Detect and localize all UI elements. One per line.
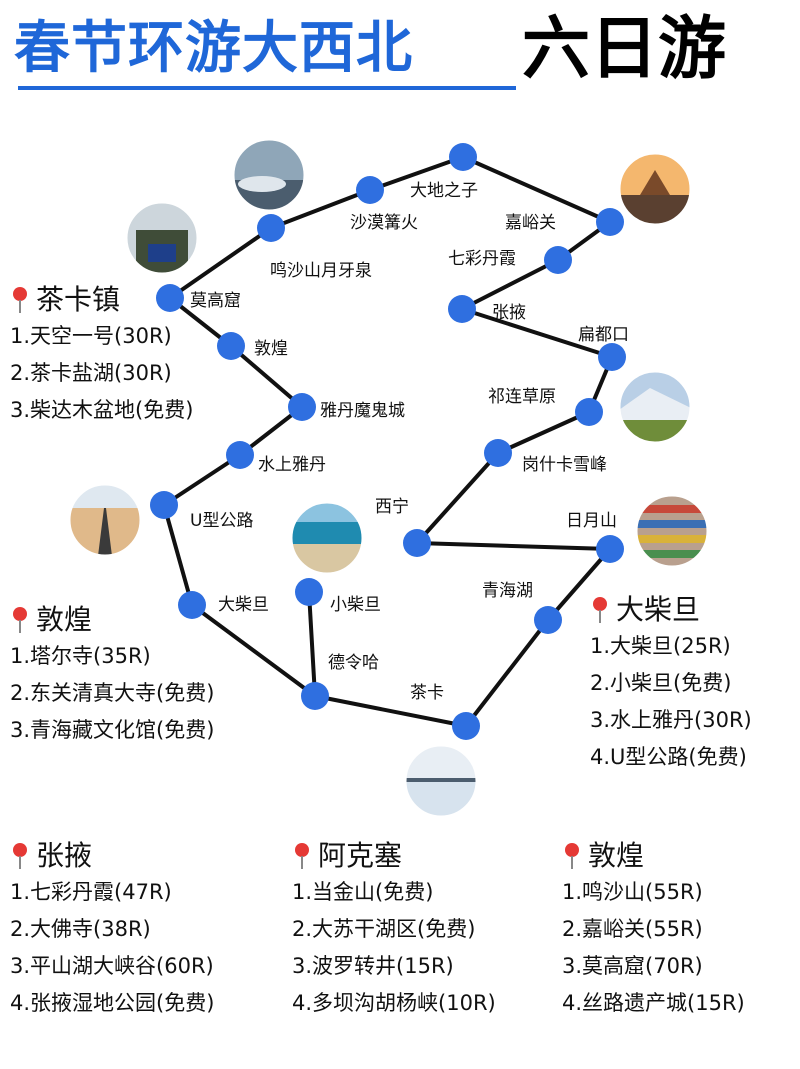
- location-pin-icon: [13, 287, 27, 313]
- node-bonfire: [356, 176, 384, 204]
- block-item: 3.青海藏文化馆(免费): [10, 718, 215, 742]
- location-pin-icon: [13, 607, 27, 633]
- block-item: 2.东关清真大寺(免费): [10, 681, 215, 705]
- block-item: 3.波罗转井(15R): [292, 954, 454, 978]
- info-block-dachaidan: 大柴旦 1.大柴旦(25R) 2.小柴旦(免费) 3.水上雅丹(30R) 4.U…: [590, 592, 752, 776]
- node-chaka: [452, 712, 480, 740]
- block-item: 3.平山湖大峡谷(60R): [10, 954, 214, 978]
- node-dunhuang: [217, 332, 245, 360]
- label-stop: 祁连草原: [488, 387, 556, 407]
- node-biandukou: [598, 343, 626, 371]
- label-stop: 小柴旦: [330, 595, 381, 615]
- block-item: 4.多坝沟胡杨峡(10R): [292, 991, 496, 1015]
- label-stop: 雅丹魔鬼城: [320, 401, 405, 421]
- route-nodes: [150, 143, 626, 740]
- info-block-dunhuang-bottom: 敦煌 1.鸣沙山(55R) 2.嘉峪关(55R) 3.莫高窟(70R) 4.丝路…: [562, 838, 745, 1022]
- node-dachaidan: [178, 591, 206, 619]
- block-item: 1.天空一号(30R): [10, 324, 172, 348]
- xiaochaidan-lake-photo: [289, 500, 365, 576]
- block-item: 1.鸣沙山(55R): [562, 880, 703, 904]
- label-stop: 西宁: [375, 497, 409, 517]
- node-gangshika: [484, 439, 512, 467]
- label-stop: 大柴旦: [218, 595, 269, 615]
- node-mogao: [156, 284, 184, 312]
- u-road-photo: [67, 482, 143, 558]
- block-title: 大柴旦: [616, 593, 701, 626]
- mogao-gate-photo: [124, 200, 200, 276]
- sunmoon-mountain-prayer-flags-photo: [634, 493, 710, 569]
- title-days: 六日游: [522, 10, 727, 89]
- node-zhangye: [448, 295, 476, 323]
- route-labels: 莫高窟 沙漠篝火 大地之子 嘉峪关 七彩丹霞 张掖 扁都口 祁连草原 岗什卡雪峰…: [190, 181, 629, 703]
- block-item: 2.茶卡盐湖(30R): [10, 361, 172, 385]
- info-block-dunhuang-mid: 敦煌 1.塔尔寺(35R) 2.东关清真大寺(免费) 3.青海藏文化馆(免费): [10, 602, 214, 749]
- label-stop: 七彩丹霞: [448, 249, 516, 269]
- route-lines: [162, 155, 614, 728]
- node-jiayuguan: [596, 208, 624, 236]
- label-stop: 岗什卡雪峰: [522, 455, 607, 475]
- label-stop: 德令哈: [328, 653, 379, 673]
- block-title: 阿克塞: [318, 839, 403, 872]
- label-stop: 莫高窟: [190, 291, 241, 311]
- block-item: 2.小柴旦(免费): [590, 671, 732, 695]
- location-pin-icon: [295, 843, 309, 869]
- location-pin-icon: [13, 843, 27, 869]
- block-item: 1.大柴旦(25R): [590, 634, 731, 658]
- label-stop: 水上雅丹: [258, 455, 326, 475]
- title-underline: [18, 86, 516, 90]
- label-stop: 青海湖: [482, 581, 533, 601]
- block-title: 敦煌: [588, 839, 645, 872]
- info-block-zhangye: 张掖 1.七彩丹霞(47R) 2.大佛寺(38R) 3.平山湖大峡谷(60R) …: [10, 838, 214, 1022]
- node-xiaochaidan: [295, 578, 323, 606]
- node-dadizhizi: [449, 143, 477, 171]
- block-item: 4.丝路遗产城(15R): [562, 991, 745, 1015]
- chaka-salt-lake-photo: [403, 743, 479, 819]
- block-item: 2.大苏干湖区(免费): [292, 917, 476, 941]
- title-main: 春节环游大西北: [14, 16, 413, 81]
- label-stop: 敦煌: [254, 339, 288, 359]
- block-title: 茶卡镇: [36, 283, 121, 316]
- node-qinghai-lake: [534, 606, 562, 634]
- block-item: 1.塔尔寺(35R): [10, 644, 151, 668]
- node-delingha: [301, 682, 329, 710]
- block-item: 1.当金山(免费): [292, 880, 434, 904]
- node-mingsha: [257, 214, 285, 242]
- block-item: 4.张掖湿地公园(免费): [10, 991, 215, 1015]
- label-stop: U型公路: [190, 511, 253, 531]
- node-yardang-devil: [288, 393, 316, 421]
- node-riyue: [596, 535, 624, 563]
- dunhuang-desert-photo: [231, 137, 307, 213]
- block-item: 3.莫高窟(70R): [562, 954, 703, 978]
- label-stop: 张掖: [492, 303, 526, 323]
- node-xining: [403, 529, 431, 557]
- block-item: 3.柴达木盆地(免费): [10, 398, 194, 422]
- block-title: 张掖: [36, 839, 93, 872]
- location-pin-icon: [565, 843, 579, 869]
- block-title: 敦煌: [36, 603, 93, 636]
- qilian-grassland-photo: [617, 369, 693, 445]
- label-stop: 鸣沙山月牙泉: [270, 261, 372, 281]
- info-block-akesai: 阿克塞 1.当金山(免费) 2.大苏干湖区(免费) 3.波罗转井(15R) 4.…: [292, 838, 496, 1022]
- label-stop: 扁都口: [578, 325, 629, 345]
- node-water-yardang: [226, 441, 254, 469]
- label-stop: 大地之子: [410, 181, 478, 201]
- block-item: 2.嘉峪关(55R): [562, 917, 703, 941]
- node-qicai: [544, 246, 572, 274]
- label-stop: 嘉峪关: [505, 213, 556, 233]
- jiayuguan-fort-photo: [617, 151, 693, 227]
- info-block-chaka: 茶卡镇 1.天空一号(30R) 2.茶卡盐湖(30R) 3.柴达木盆地(免费): [10, 282, 193, 429]
- block-item: 1.七彩丹霞(47R): [10, 880, 172, 904]
- node-qilian: [575, 398, 603, 426]
- block-item: 2.大佛寺(38R): [10, 917, 151, 941]
- location-pin-icon: [593, 597, 607, 623]
- node-u-road: [150, 491, 178, 519]
- block-item: 3.水上雅丹(30R): [590, 708, 752, 732]
- block-item: 4.U型公路(免费): [590, 745, 747, 769]
- label-stop: 日月山: [566, 511, 617, 531]
- label-stop: 茶卡: [410, 683, 444, 703]
- label-stop: 沙漠篝火: [350, 213, 418, 233]
